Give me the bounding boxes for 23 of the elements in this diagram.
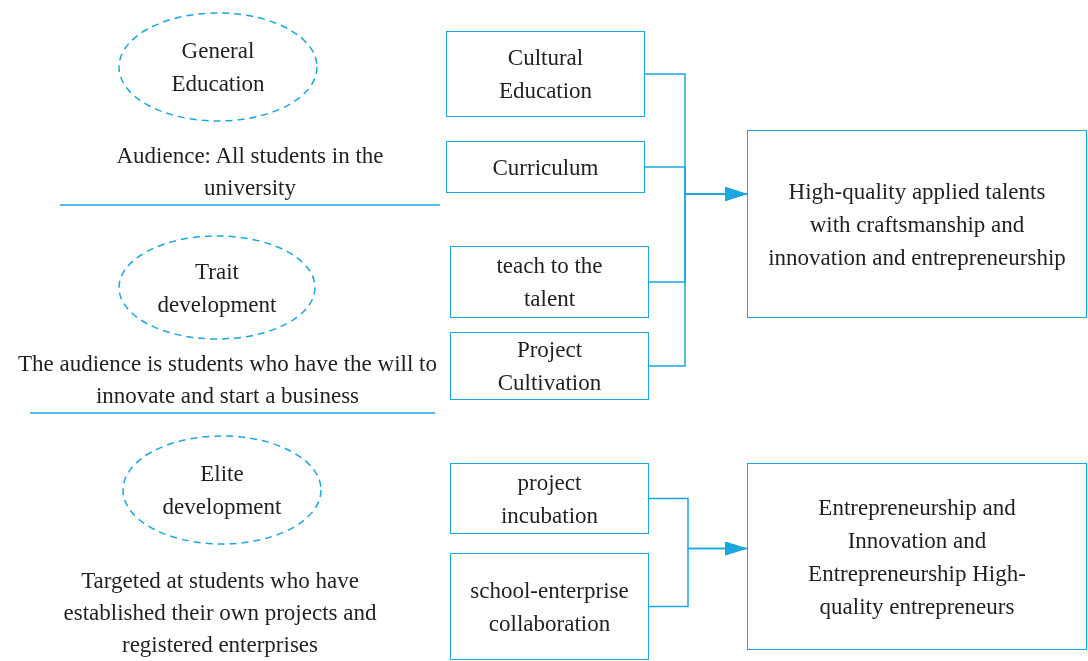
audience-note: The audience is students who have the will to innovate and start a business bbox=[17, 350, 438, 410]
process-box bbox=[446, 141, 645, 193]
node-label: Entrepreneurship and Innovation and Entrepreneurship High-quality entrepreneurs bbox=[807, 493, 1027, 621]
process-box bbox=[747, 463, 1087, 650]
node-label: General Education bbox=[170, 37, 266, 98]
node-label: Curriculum bbox=[492, 153, 599, 182]
node-label: Cultural Education bbox=[497, 44, 594, 105]
process-box bbox=[747, 130, 1087, 318]
audience-note: Audience: All students in the university bbox=[115, 142, 385, 202]
node-label: school-enterprise collaboration bbox=[469, 576, 630, 638]
node-label: teach to the talent bbox=[495, 252, 604, 313]
process-box bbox=[450, 332, 649, 400]
node-label: Trait development bbox=[156, 257, 278, 319]
node-label: High-quality applied talents with craftsmanship and innovation and entrepreneurship bbox=[767, 177, 1067, 272]
audience-note: Targeted at students who have established their own projects and registered enterprises bbox=[62, 567, 378, 659]
node-label: project incubation bbox=[499, 468, 600, 530]
node-label: Project Cultivation bbox=[496, 336, 603, 397]
process-box bbox=[450, 553, 649, 660]
process-box bbox=[446, 31, 645, 117]
process-box bbox=[450, 246, 649, 318]
process-box bbox=[450, 463, 649, 534]
connector-arrow bbox=[648, 541, 748, 608]
node-label: Elite development bbox=[161, 460, 283, 521]
